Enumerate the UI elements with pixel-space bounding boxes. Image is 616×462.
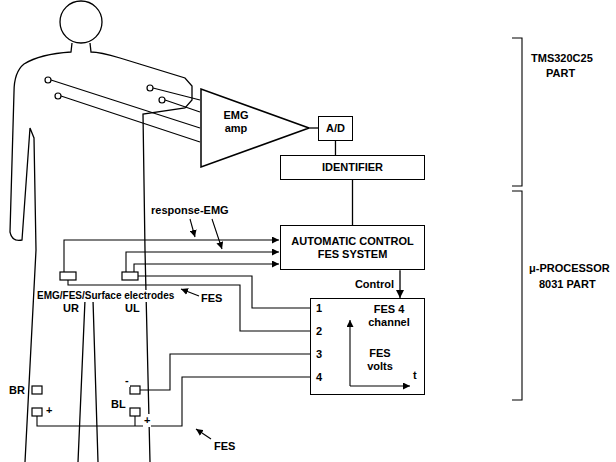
signal-name: FES bbox=[200, 292, 223, 305]
box-label: 3 bbox=[316, 348, 322, 361]
electrode-note: EMG/FES/Surface electrodes bbox=[36, 290, 175, 302]
fes-wire bbox=[140, 354, 310, 390]
fes-wire bbox=[37, 377, 310, 426]
thigh-electrode bbox=[122, 272, 138, 280]
signal-name: FES bbox=[213, 440, 236, 453]
controller-box: AUTOMATIC CONTROL FES SYSTEM bbox=[280, 225, 425, 270]
fes-wire bbox=[68, 280, 310, 331]
process-box: IDENTIFIER bbox=[280, 155, 425, 180]
part-name: μ-PROCESSOR bbox=[528, 262, 611, 275]
electrode-name: BL bbox=[110, 398, 127, 411]
human-figure bbox=[10, 1, 192, 462]
electrode-name: UL bbox=[124, 302, 141, 315]
part-name: 8031 PART bbox=[538, 278, 597, 291]
connector bbox=[310, 127, 318, 128]
chest-electrode bbox=[147, 85, 153, 91]
shin-electrode bbox=[32, 408, 42, 416]
axis-line bbox=[349, 320, 350, 386]
response-wire bbox=[134, 264, 279, 272]
stimulator-box: 1 2 3 4 FES 4 channelFES volts t bbox=[310, 298, 425, 395]
leader-arrow bbox=[196, 429, 211, 439]
leader-arrow bbox=[212, 219, 222, 249]
box-label: 1 bbox=[316, 302, 322, 315]
part-name: PART bbox=[545, 67, 576, 80]
polarity-sign: + bbox=[143, 414, 151, 427]
box-label: 4 bbox=[316, 371, 322, 384]
box-label: 2 bbox=[316, 325, 322, 338]
shin-electrode bbox=[130, 408, 140, 416]
box-label: A/D bbox=[326, 122, 345, 135]
chest-electrode bbox=[55, 93, 61, 99]
response-wire bbox=[64, 240, 279, 272]
box-label: EMG amp bbox=[214, 109, 258, 134]
electrodes bbox=[32, 77, 165, 416]
chest-electrode bbox=[45, 77, 51, 83]
leader-arrow bbox=[190, 219, 195, 237]
part-name: TMS320C25 bbox=[530, 52, 594, 65]
connector bbox=[335, 141, 336, 155]
shin-electrode bbox=[130, 386, 140, 394]
wires bbox=[37, 38, 522, 439]
triangle-outline bbox=[200, 88, 310, 168]
electrode-name: BR bbox=[8, 384, 26, 397]
leader-arrow bbox=[181, 289, 199, 296]
converter-box: A/D bbox=[318, 116, 353, 141]
amplifier-triangle: EMG amp bbox=[200, 88, 310, 168]
box-label: AUTOMATIC CONTROL FES SYSTEM bbox=[291, 235, 414, 260]
box-label: t bbox=[413, 369, 417, 382]
thigh-electrode bbox=[60, 272, 76, 280]
polarity-sign: + bbox=[45, 404, 53, 417]
connector bbox=[399, 270, 400, 298]
box-label: FES 4 channel bbox=[357, 303, 421, 328]
electrode-name: UR bbox=[62, 302, 80, 315]
head-outline bbox=[60, 1, 102, 43]
box-label: IDENTIFIER bbox=[289, 161, 416, 174]
response-wire bbox=[126, 252, 279, 272]
shin-electrode bbox=[32, 386, 42, 394]
edge-label: Control bbox=[354, 278, 395, 291]
axis-line bbox=[350, 385, 410, 386]
polarity-sign: - bbox=[124, 374, 130, 387]
bracket bbox=[512, 191, 522, 400]
signal-name: response-EMG bbox=[150, 204, 230, 217]
chest-electrode bbox=[159, 97, 165, 103]
box-label: FES volts bbox=[358, 347, 402, 372]
bracket bbox=[512, 38, 522, 186]
connector bbox=[352, 180, 353, 225]
emg-wire bbox=[51, 80, 200, 142]
